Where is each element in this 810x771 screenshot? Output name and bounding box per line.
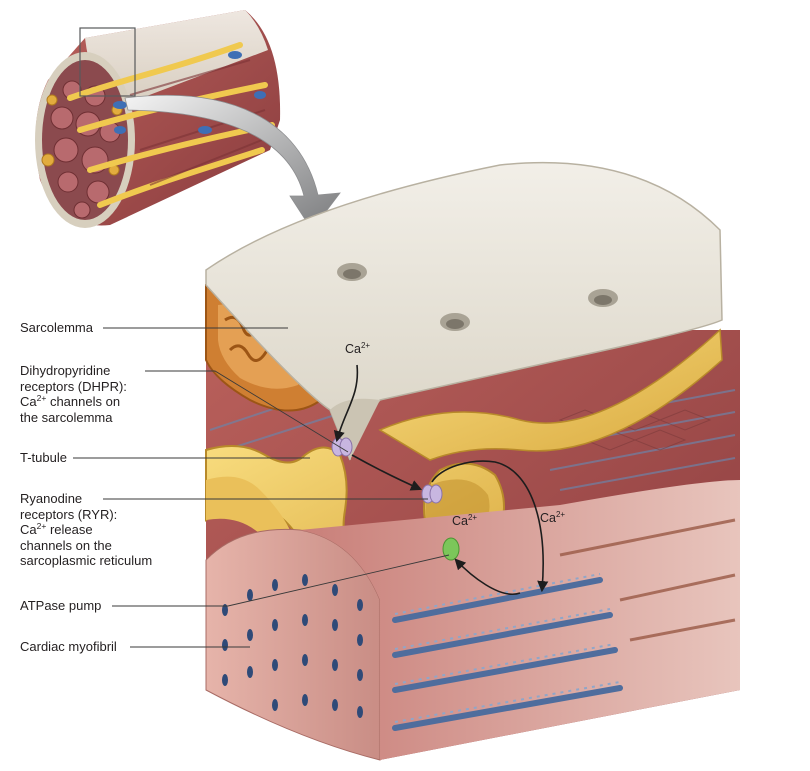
myofibril-dots xyxy=(222,574,363,718)
label-sarcolemma-text: Sarcolemma xyxy=(20,320,93,335)
label-dhpr-line3: Ca2+ channels on xyxy=(20,393,121,409)
label-atpase-text: ATPase pump xyxy=(20,598,102,613)
label-dhpr-line4: the sarcolemma xyxy=(20,409,113,425)
cardiac-myofibril-block xyxy=(205,528,381,761)
leader-lines xyxy=(73,327,450,648)
label-atpase: ATPase pump xyxy=(20,598,101,614)
label-myofibril: Cardiac myofibril xyxy=(20,639,117,655)
sarcolemma-membrane xyxy=(205,161,723,461)
label-dhpr: Dihydropyridine receptors (DHPR): Ca2+ c… xyxy=(20,363,127,425)
ion-label-sr-lumen: Ca2+ xyxy=(452,513,478,529)
dhpr-receptor xyxy=(331,437,353,457)
ryr-receptor xyxy=(421,484,443,504)
myofilaments xyxy=(392,577,623,731)
label-dhpr-line1: Dihydropyridine xyxy=(20,363,111,378)
label-ryr-line1: Ryanodine xyxy=(20,491,83,506)
main-block xyxy=(205,161,740,761)
label-t-tubule-text: T-tubule xyxy=(20,450,67,465)
ion-label-extracellular: Ca2+ xyxy=(345,341,371,357)
label-dhpr-line2: receptors (DHPR): xyxy=(20,378,127,394)
label-ryr-line4: channels on the xyxy=(20,537,112,553)
atpase-pump xyxy=(442,537,460,561)
label-ryr: Ryanodine receptors (RYR): Ca2+ release … xyxy=(20,491,152,569)
ion-label-cytosol: Ca2+ xyxy=(540,510,566,526)
overview-cylinder xyxy=(35,10,281,228)
label-sarcolemma: Sarcolemma xyxy=(20,320,93,336)
label-ryr-line2: receptors (RYR): xyxy=(20,506,118,522)
label-ryr-line5: sarcoplasmic reticulum xyxy=(20,553,153,568)
calcium-flow-arrows xyxy=(333,364,549,596)
label-t-tubule: T-tubule xyxy=(20,450,67,466)
label-myofibril-text: Cardiac myofibril xyxy=(20,639,117,654)
label-ryr-line3: Ca2+ release xyxy=(20,521,93,537)
